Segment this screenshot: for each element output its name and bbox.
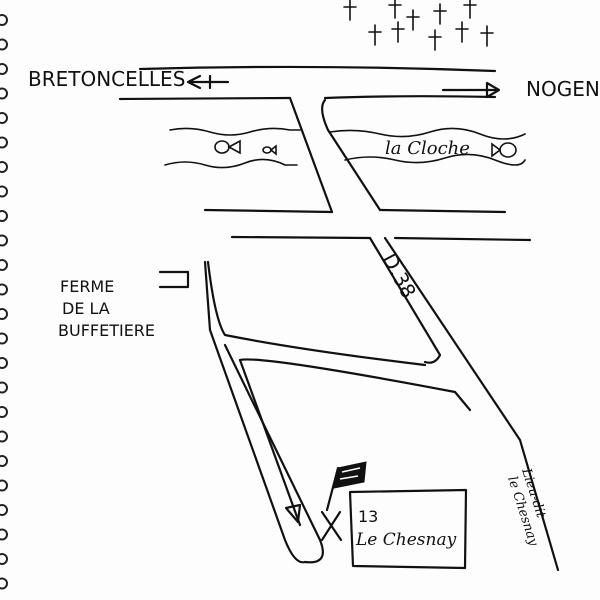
cross-mark xyxy=(455,21,469,43)
binding-ring xyxy=(0,308,8,320)
cross-mark xyxy=(343,0,357,21)
cross-mark xyxy=(463,0,477,19)
binding-ring xyxy=(0,406,8,418)
secondary-road xyxy=(203,208,532,242)
binding-ring xyxy=(0,381,8,394)
binding-ring xyxy=(0,528,8,541)
binding-ring xyxy=(0,14,8,26)
binding-ring xyxy=(0,553,8,565)
binding-ring xyxy=(0,479,8,492)
cemetery-crosses-icon xyxy=(343,0,494,51)
binding-ring xyxy=(0,357,8,369)
cross-mark xyxy=(391,21,405,43)
main-road xyxy=(118,65,497,101)
label-buffetiere: BUFFETIERE xyxy=(58,321,155,340)
farm-lane xyxy=(158,260,472,564)
binding-ring xyxy=(0,87,8,100)
spiral-binding-icon xyxy=(0,14,8,590)
binding-ring xyxy=(0,577,8,590)
label-ferme: FERME xyxy=(60,277,114,296)
binding-ring xyxy=(0,504,8,516)
road-d38 xyxy=(288,96,560,572)
binding-ring xyxy=(0,38,8,51)
house-box xyxy=(348,488,468,570)
cross-mark xyxy=(388,0,402,19)
arrow-right-icon xyxy=(441,81,501,99)
arrow-down-icon xyxy=(284,503,302,524)
binding-ring xyxy=(0,430,8,443)
cross-mark xyxy=(406,9,420,31)
cross-mark xyxy=(480,25,494,47)
binding-ring xyxy=(0,332,8,345)
cross-mark xyxy=(433,3,447,25)
house-name: Le Chesnay xyxy=(355,530,457,550)
binding-ring xyxy=(0,161,8,173)
fish-icon xyxy=(214,139,517,158)
cross-mark xyxy=(428,29,442,51)
cross-mark xyxy=(368,24,382,46)
binding-ring xyxy=(0,136,8,149)
binding-ring xyxy=(0,185,8,198)
binding-ring xyxy=(0,283,8,296)
binding-ring xyxy=(0,234,8,247)
binding-ring xyxy=(0,455,8,467)
binding-ring xyxy=(0,63,8,75)
arrow-left-icon xyxy=(186,74,230,90)
label-bretoncelles: BRETONCELLES xyxy=(28,67,185,91)
flag-icon xyxy=(325,461,367,512)
binding-ring xyxy=(0,112,8,124)
destination-x-icon xyxy=(320,510,343,542)
house-number: 13 xyxy=(358,507,378,526)
label-de-la: DE LA xyxy=(62,299,110,318)
river-la-cloche xyxy=(164,127,526,169)
label-d38: D.38 xyxy=(378,249,421,302)
label-nogent: NOGEN xyxy=(526,77,600,101)
binding-ring xyxy=(0,259,8,271)
label-la-cloche: la Cloche xyxy=(385,138,470,159)
binding-ring xyxy=(0,210,8,222)
